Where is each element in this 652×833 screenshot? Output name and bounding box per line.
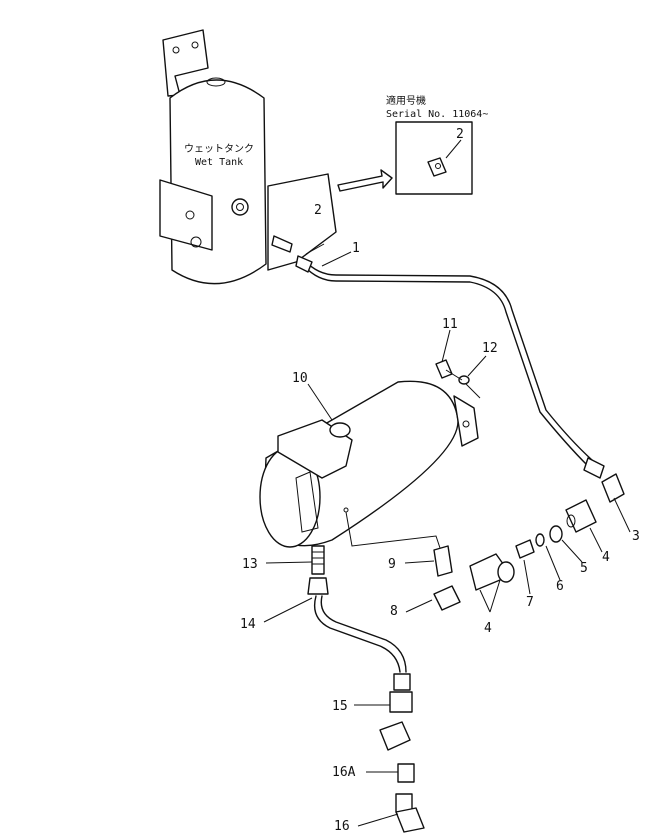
fitting-15 [389,673,413,713]
elbow-8 [433,585,461,611]
leader-lines [263,139,631,827]
callout-10: 10 [292,371,308,386]
elbow-16 [395,793,425,833]
callout-3: 3 [632,529,640,544]
callout-1: 1 [352,241,360,256]
callout-16a: 16A [332,765,356,780]
callout-13: 13 [242,557,258,572]
callout-4-left: 4 [484,621,492,636]
callout-16: 16 [334,819,350,833]
block [379,721,411,751]
callout-9: 9 [388,557,396,572]
callout-12: 12 [482,341,498,356]
detail-label-jp: 適用号機 [386,94,426,107]
detail-box: 適用号機 Serial No. 11064~ [386,94,488,195]
callout-6: 6 [556,579,564,594]
dryer-body [259,359,481,549]
valve-body-4 [469,553,515,591]
washer-5 [549,525,563,543]
pipe-1 [295,255,605,479]
wet-tank-label-jp: ウェットタンク [184,143,254,155]
wet-tank-label-en: Wet Tank [195,157,243,168]
callout-2-box: 2 [456,127,464,142]
callout-15: 15 [332,699,348,714]
fitting-union-4 [565,499,597,533]
callout-7: 7 [526,595,534,610]
detail-serial: Serial No. 11064~ [386,109,488,120]
washer-6 [535,533,545,547]
fitting-16a [397,763,415,783]
elbow-9 [433,545,453,577]
spring-7 [515,539,535,559]
callout-11: 11 [442,317,458,332]
detail-arrow [337,169,393,192]
callout-4-right: 4 [602,550,610,565]
callout-14: 14 [240,617,256,632]
callout-5: 5 [580,561,588,576]
fitting-elbow-3 [601,473,625,503]
pipe-14 [307,545,407,673]
wet-tank: ウェットタンク Wet Tank [159,29,337,285]
callout-2-tank: 2 [314,203,322,218]
callout-8: 8 [390,604,398,619]
